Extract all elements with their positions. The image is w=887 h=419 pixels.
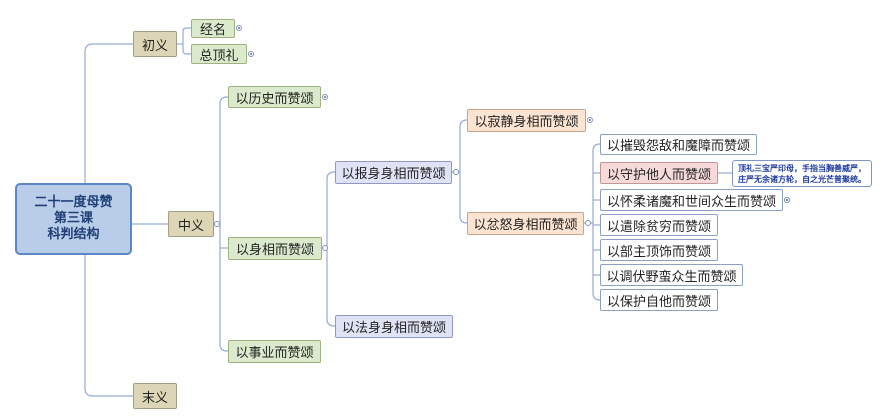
node-zongdingli[interactable]: 总顶礼 bbox=[191, 44, 247, 64]
node-shiye[interactable]: 以事业而赞颂 bbox=[228, 340, 321, 363]
collapse-toggle-icon[interactable] bbox=[453, 169, 459, 175]
expand-toggle-icon[interactable] bbox=[322, 94, 328, 100]
expand-toggle-icon[interactable] bbox=[236, 25, 242, 31]
node-lishi[interactable]: 以历史而赞颂 bbox=[228, 86, 321, 108]
node-jingming[interactable]: 经名 bbox=[191, 19, 235, 38]
expand-toggle-icon[interactable] bbox=[784, 197, 790, 203]
root-title-line-3: 科判结构 bbox=[47, 227, 100, 242]
node-moyi[interactable]: 末义 bbox=[133, 383, 177, 409]
node-zhongyi[interactable]: 中义 bbox=[168, 211, 214, 237]
node-fashen[interactable]: 以法身身相而赞颂 bbox=[335, 315, 453, 338]
node-chuyi[interactable]: 初义 bbox=[133, 31, 177, 57]
node-baoshen[interactable]: 以报身身相而赞颂 bbox=[335, 161, 452, 184]
node-note[interactable]: 顶礼三宝严印母，手指当胸善威严， 庄严无余诸方轮，自之光芒普聚统。 bbox=[732, 160, 872, 187]
node-huairou[interactable]: 以怀柔诸魔和世间众生而赞颂 bbox=[600, 189, 783, 211]
collapse-toggle-icon[interactable] bbox=[214, 221, 220, 227]
node-shouhu[interactable]: 以守护他人而赞颂 bbox=[600, 162, 718, 184]
node-buzhu[interactable]: 以部主顶饰而赞颂 bbox=[600, 239, 718, 261]
collapse-toggle-icon[interactable] bbox=[585, 220, 591, 226]
node-jijing[interactable]: 以寂静身相而赞颂 bbox=[467, 109, 586, 132]
node-cuihui[interactable]: 以摧毁怨敌和魔障而赞颂 bbox=[600, 134, 757, 155]
expand-toggle-icon[interactable] bbox=[248, 51, 254, 57]
expand-toggle-icon[interactable] bbox=[587, 117, 593, 123]
node-tiaofu[interactable]: 以调伏野蛮众生而赞颂 bbox=[600, 264, 743, 286]
root-node[interactable]: 二十一度母赞 第三课 科判结构 bbox=[15, 183, 132, 255]
node-baohu[interactable]: 以保护自他而赞颂 bbox=[600, 289, 718, 311]
root-title-line-1: 二十一度母赞 bbox=[34, 195, 113, 210]
node-fennu[interactable]: 以忿怒身相而赞颂 bbox=[467, 212, 584, 235]
node-shenxiang[interactable]: 以身相而赞颂 bbox=[228, 237, 322, 260]
note-line-2: 庄严无余诸方轮，自之光芒普聚统。 bbox=[738, 175, 866, 184]
note-line-1: 顶礼三宝严印母，手指当胸善威严， bbox=[738, 164, 866, 173]
collapse-toggle-icon[interactable] bbox=[322, 245, 328, 251]
root-title-line-2: 第三课 bbox=[53, 211, 93, 226]
node-qianchu[interactable]: 以遣除贫穷而赞颂 bbox=[600, 214, 718, 236]
